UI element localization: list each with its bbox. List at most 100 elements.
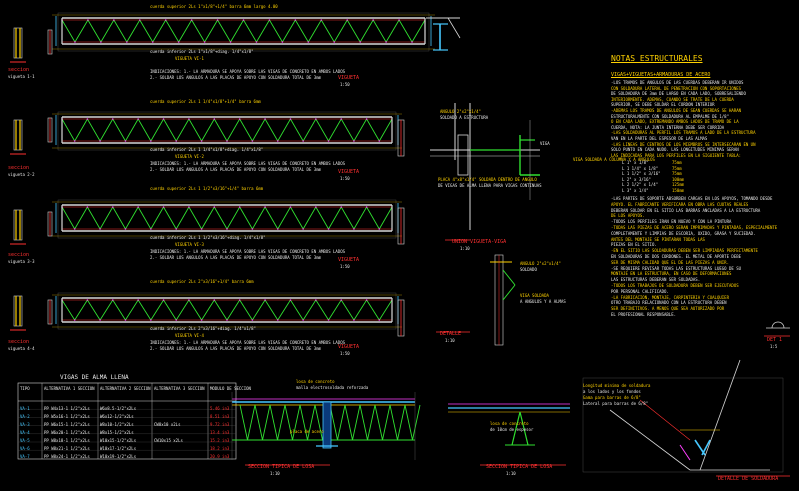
truss2-diagonal <box>188 118 203 142</box>
truss3-node <box>175 228 178 230</box>
slab1-diag <box>344 404 353 441</box>
truss4-node <box>378 319 381 321</box>
truss2-node <box>289 118 292 120</box>
truss3-diagonal <box>86 206 101 230</box>
truss1-diagonal <box>411 19 426 43</box>
truss1-node <box>242 19 245 21</box>
note-line: SER DEFINITIVOS. A MENOS QUE SEA AUTORIZ… <box>611 306 725 312</box>
truss1-node <box>177 41 180 43</box>
cut1-note-2: malla electrosoldada reforzada <box>296 385 369 390</box>
truss1-node <box>359 41 361 43</box>
profile-length: 125mm <box>672 182 685 188</box>
truss1-node <box>100 41 102 43</box>
truss2-diagonal <box>213 118 228 142</box>
left-section-3 <box>13 209 23 241</box>
note-line: POR PERSONAL CALIFICADO. <box>611 288 669 294</box>
truss3-node <box>137 206 139 208</box>
truss3-diagonal <box>378 206 393 230</box>
truss4-node <box>302 319 304 321</box>
truss4-section: VIGUETA <box>338 344 360 350</box>
truss4-node <box>150 319 152 321</box>
truss4-diagonal <box>213 299 228 321</box>
truss3-diagonal <box>188 206 203 230</box>
truss1-diagonal <box>282 19 296 43</box>
truss2-diagonal <box>175 118 190 142</box>
truss2-note: VIGUETA VI-2 <box>175 154 204 159</box>
truss1-diagonal <box>87 19 102 43</box>
truss3-node <box>188 206 190 208</box>
weld-note-2: a los lados y los fondos <box>583 389 641 394</box>
truss3-node <box>251 228 254 230</box>
slab1-diag <box>367 404 376 441</box>
truss1-node <box>126 41 128 43</box>
truss3-node <box>124 228 127 230</box>
table-cell: W10x17-1/2"x2Ls <box>100 446 137 451</box>
notes-header: NOTAS ESTRUCTURALES <box>611 54 703 63</box>
detail-scale-2: 1:10 <box>445 338 455 343</box>
truss4-diagonal <box>340 299 355 321</box>
truss3-diagonal <box>61 206 76 230</box>
truss4-diagonal <box>315 299 329 321</box>
table-cell: 15.2 in3 <box>210 438 230 443</box>
truss4-diagonal <box>175 299 190 321</box>
truss1-frame <box>57 12 430 52</box>
truss1-node <box>294 19 297 21</box>
table-cell: PP W5x16-1 1/2"x2Ls <box>44 414 90 419</box>
cut1-note-1: losa de concreto <box>296 379 335 384</box>
table-header: ALTERNATIVA 2 SECCION <box>100 386 151 391</box>
truss3-diagonal <box>150 206 164 230</box>
cut1-title: SECCION TIPICA DE LOSA <box>248 464 315 470</box>
slab1-diag <box>314 404 323 441</box>
truss2-diagonal <box>150 118 164 142</box>
truss4-note: VIGUETA VI-4 <box>175 333 204 338</box>
truss2-node <box>365 118 368 120</box>
section-label-4: seccion <box>8 339 30 345</box>
truss3-node <box>111 206 114 208</box>
table-cell: VA-4 <box>20 430 30 435</box>
truss4-diagonal <box>378 299 393 321</box>
truss1-diagonal <box>359 19 374 43</box>
truss2-diagonal <box>112 118 126 142</box>
truss1-diagonal <box>346 19 361 43</box>
profile-name: L 1 1/4" x 1/8" <box>622 165 659 171</box>
truss4-diagonal <box>112 299 126 321</box>
truss1-diagonal <box>100 19 115 43</box>
table-cell: W10x19-1/2"x2Ls <box>100 454 137 459</box>
weld-bead <box>679 444 691 461</box>
section-sub-4: vigueta 4-4 <box>8 346 35 351</box>
truss3-node <box>327 228 330 230</box>
note-line: EN SOLDADURAS DE DOS CORDONES. EL METAL … <box>611 254 742 259</box>
truss2-node <box>226 140 228 142</box>
truss4-node <box>213 299 216 301</box>
truss3-diagonal <box>290 206 304 230</box>
det1-arc <box>771 321 785 329</box>
angle-detail-diag <box>502 284 516 301</box>
slab1-diag <box>337 404 346 441</box>
table-cell: W8x10-1/2"x2Ls <box>100 422 134 427</box>
truss1-node <box>164 19 167 21</box>
truss3-node <box>150 228 152 230</box>
note-line: EL PROFESIONAL RESPONSABLE. <box>611 312 677 317</box>
truss1-node <box>203 41 206 43</box>
truss3-diagonal <box>302 206 317 230</box>
note-line: VAN EN LA PARTE DEL ESPESOR DE LAS ALMAS <box>611 136 708 141</box>
truss4-bottom-label: cuerda inferior 2Ls 2"x3/16"+diag. 1/4"x… <box>150 326 256 331</box>
table-cell: PP W4x13-1 1/2"x2Ls <box>44 406 90 411</box>
truss3-legend-1: INDICACIONES: 1.- LA ARMADURA SE APOYA S… <box>150 249 346 254</box>
truss2-section: VIGUETA <box>338 169 360 175</box>
truss4-diagonal <box>252 299 266 321</box>
truss2-diagonal <box>290 118 304 142</box>
truss4-node <box>353 319 355 321</box>
profile-name: L 1" x 1/8" <box>622 160 649 165</box>
truss1-node <box>87 19 89 21</box>
detail-title-2: DETALLE <box>440 331 462 337</box>
truss3-node <box>302 228 304 230</box>
left-section-1 <box>13 27 23 59</box>
note-line: SOLO PUNTO EN CADA NUDO. LAS LONGITUDES … <box>611 147 739 153</box>
plate-note-1: PLACA 4"x8"x1/4" SOLDADA DENTRO DE ANGUL… <box>438 177 537 182</box>
cut2-title: SECCION TIPICA DE LOSA <box>486 464 553 470</box>
truss2-diagonal <box>264 118 279 142</box>
profile-length: 75mm <box>672 160 682 165</box>
